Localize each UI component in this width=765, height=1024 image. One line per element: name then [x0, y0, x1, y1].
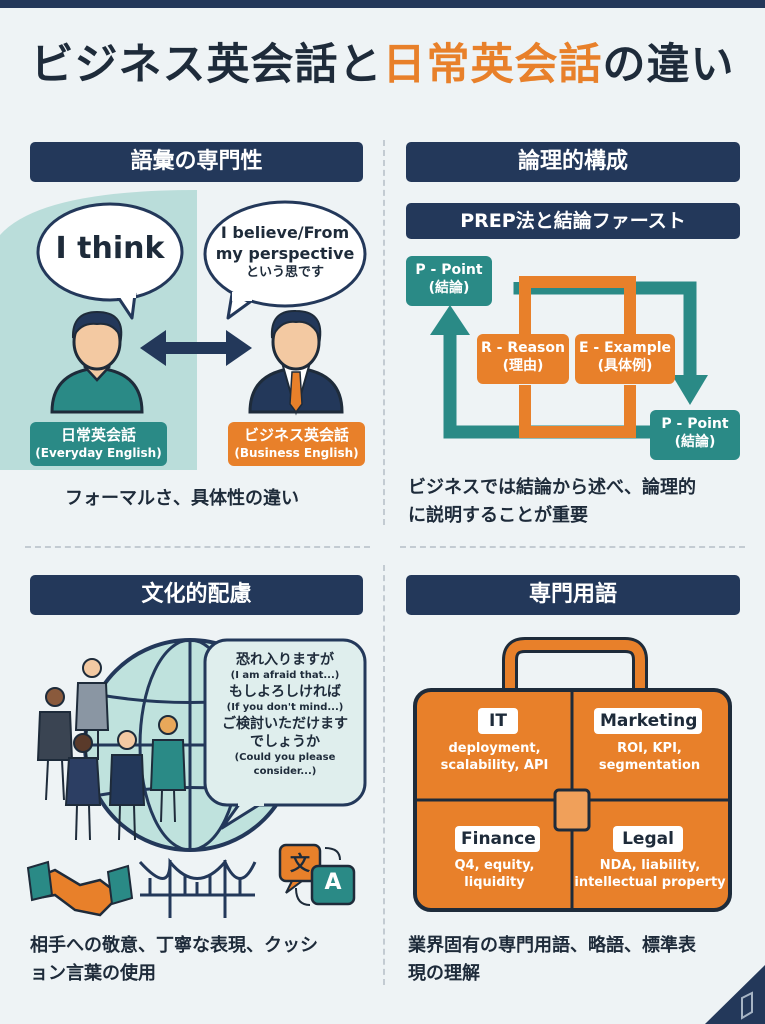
terminology-heading: 専門用語: [406, 575, 740, 615]
vertical-divider-top: [383, 140, 385, 525]
point-bottom-sub: (結論): [674, 434, 716, 450]
logic-caption-line1: ビジネスでは結論から述べ、論理的: [408, 477, 696, 498]
phrase-1-en: (I am afraid that...): [230, 670, 340, 681]
quadrant-finance-line2: liquidity: [464, 875, 525, 890]
top-accent-bar: [0, 0, 765, 8]
quadrant-it-line2: scalability, API: [440, 758, 549, 773]
everyday-tag-en: (Everyday English): [35, 446, 162, 460]
double-arrow-icon: [140, 330, 252, 366]
quadrant-finance-line1: Q4, equity,: [454, 858, 535, 873]
formal-bubble-line3: という思です: [245, 265, 324, 280]
quadrant-finance-body: Q4, equity, liquidity: [422, 857, 567, 891]
phrase-2-en: (If you don't mind...): [226, 702, 344, 713]
phrase-3-jp: ご検討いただけます: [222, 716, 348, 732]
culture-caption: 相手への敬意、丁寧な表現、クッシ ョン言葉の使用: [30, 932, 375, 988]
briefcase-icon: [413, 637, 732, 912]
point-top-label: P - Point: [415, 262, 483, 278]
formal-bubble-line2: my perspective: [215, 244, 355, 263]
reason-box: R - Reason (理由): [477, 334, 569, 384]
casual-bubble-text: I think: [55, 231, 165, 266]
logic-caption: ビジネスでは結論から述べ、論理的 に説明することが重要: [408, 474, 753, 530]
point-top-sub: (結論): [428, 280, 470, 296]
reason-label: R - Reason: [481, 340, 565, 356]
culture-caption-line2: ョン言葉の使用: [30, 963, 156, 984]
reason-sub: (理由): [502, 358, 544, 374]
terminology-caption-line1: 業界固有の専門用語、略語、標準表: [408, 935, 696, 956]
formal-bubble-line1: I believe/From: [220, 223, 350, 242]
example-box: E - Example (具体例): [575, 334, 675, 384]
quadrant-finance-title: Finance: [455, 826, 540, 852]
quadrant-marketing-line1: ROI, KPI,: [617, 741, 682, 756]
prep-subheading: PREP法と結論ファースト: [406, 203, 740, 239]
terminology-caption-line2: 現の理解: [408, 963, 480, 984]
everyday-english-tag: 日常英会話 (Everyday English): [30, 422, 167, 466]
point-bottom-box: P - Point (結論): [650, 410, 740, 460]
culture-caption-line1: 相手への敬意、丁寧な表現、クッシ: [30, 935, 318, 956]
quadrant-legal-title: Legal: [613, 826, 683, 852]
formal-bubble-text: I believe/From my perspective という思です: [205, 222, 365, 282]
logic-heading: 論理的構成: [406, 142, 740, 182]
business-tag-en: (Business English): [234, 446, 359, 460]
polite-phrases-bubble: 恐れ入りますが (I am afraid that...) もしよろしければ (…: [208, 651, 362, 779]
business-tag-jp: ビジネス英会話: [243, 426, 349, 444]
casual-person-icon: [50, 310, 144, 414]
quadrant-marketing-line2: segmentation: [598, 758, 701, 773]
phrase-3-en: (Could you please consider...): [234, 752, 336, 777]
translate-icon: [278, 843, 356, 906]
quadrant-it-body: deployment, scalability, API: [422, 740, 567, 774]
quadrant-marketing-title: Marketing: [594, 708, 702, 734]
quadrant-legal-line1: NDA, liability,: [599, 858, 701, 873]
quadrant-it-title: IT: [478, 708, 518, 734]
title-part-difference: の違い: [602, 40, 735, 90]
vocabulary-caption: フォーマルさ、具体性の違い: [65, 488, 299, 509]
quadrant-it-line1: deployment,: [448, 741, 541, 756]
vocabulary-heading: 語彙の専門性: [30, 142, 363, 182]
vertical-divider-bottom: [383, 565, 385, 985]
title-part-business: ビジネス英会話と: [30, 40, 383, 90]
phrase-2-jp: もしよろしければ: [229, 684, 341, 700]
handshake-icon: [26, 860, 134, 917]
phrase-3-jp2: でしょうか: [250, 734, 320, 750]
business-people-icon: [36, 658, 187, 841]
logic-caption-line2: に説明することが重要: [408, 505, 588, 526]
quadrant-marketing-body: ROI, KPI, segmentation: [577, 740, 722, 774]
everyday-tag-jp: 日常英会話: [60, 426, 136, 444]
title-part-daily: 日常英会話: [382, 40, 603, 90]
phrase-1-jp: 恐れ入りますが: [236, 652, 334, 668]
horizontal-divider-left: [25, 546, 370, 548]
translate-letter: A: [324, 870, 342, 895]
page-title: ビジネス英会話と日常英会話の違い: [0, 30, 765, 92]
bridge-icon: [138, 857, 257, 918]
point-bottom-label: P - Point: [661, 416, 729, 432]
quadrant-legal-body: NDA, liability, intellectual property: [574, 857, 726, 891]
quadrant-legal-line2: intellectual property: [574, 875, 726, 890]
culture-heading: 文化的配慮: [30, 575, 363, 615]
terminology-caption: 業界固有の専門用語、略語、標準表 現の理解: [408, 932, 753, 988]
example-label: E - Example: [578, 340, 672, 356]
horizontal-divider-right: [400, 546, 745, 548]
translate-kanji: 文: [290, 851, 310, 875]
business-person-icon: [248, 309, 344, 416]
example-sub: (具体例): [597, 358, 653, 374]
business-english-tag: ビジネス英会話 (Business English): [228, 422, 365, 466]
point-top-box: P - Point (結論): [406, 256, 492, 306]
